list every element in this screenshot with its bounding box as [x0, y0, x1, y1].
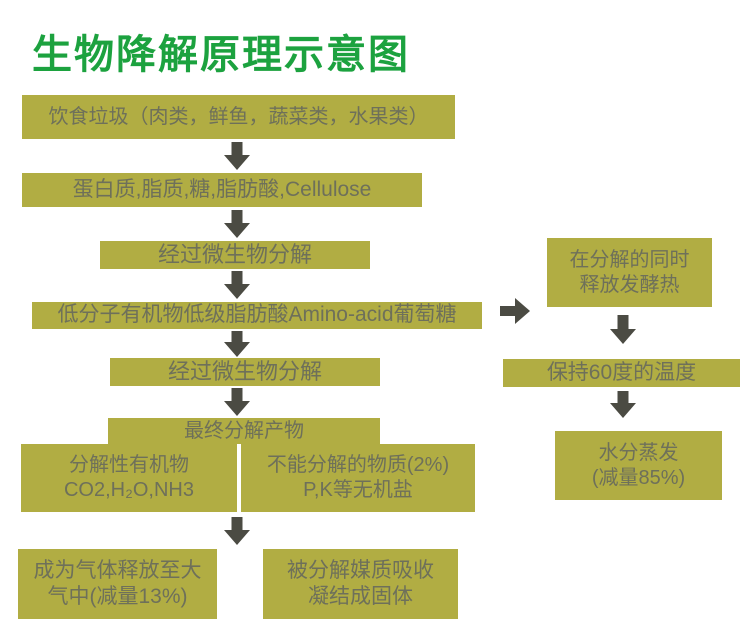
water-evaporation-line1: 水分蒸发 — [598, 441, 679, 464]
box-fermentation-heat: 在分解的同时 释放发酵热 — [547, 238, 712, 307]
box-microbial-2-label: 经过微生物分解 — [167, 359, 322, 385]
box-absorbed-solidified: 被分解媒质吸收 凝结成固体 — [263, 549, 458, 619]
box-temperature-60: 保持60度的温度 — [503, 359, 740, 387]
down-arrow-icon — [224, 388, 250, 416]
down-arrow-icon — [224, 271, 250, 299]
right-arrow-icon — [500, 298, 530, 324]
box-microbial-decomposition-1: 经过微生物分解 — [100, 241, 370, 269]
down-arrow-icon — [224, 210, 250, 238]
non-decomposable-line2: P,K等无机盐 — [303, 479, 413, 501]
gas-release-line2: 气中(减量13%) — [47, 585, 188, 608]
down-arrow-icon — [610, 315, 636, 344]
box-low-molecular-organics: 低分子有机物低级脂肪酸Amino-acid葡萄糖 — [32, 302, 482, 329]
box-microbial-1-label: 经过微生物分解 — [157, 242, 312, 268]
box-food-waste-label: 饮食垃圾（肉类，鲜鱼，蔬菜类，水果类） — [48, 105, 429, 128]
box-components-label: 蛋白质,脂质,糖,脂肪酸,Cellulose — [72, 177, 372, 201]
box-decomposable-organics: 分解性有机物 CO2,H₂O,NH3 — [21, 444, 237, 512]
temperature-60-label: 保持60度的温度 — [546, 360, 697, 384]
box-components: 蛋白质,脂质,糖,脂肪酸,Cellulose — [22, 173, 422, 207]
down-arrow-icon — [224, 331, 250, 357]
water-evaporation-line2: (减量85%) — [591, 466, 686, 489]
box-microbial-decomposition-2: 经过微生物分解 — [110, 358, 380, 386]
box-gas-release: 成为气体释放至大 气中(减量13%) — [18, 549, 217, 619]
box-food-waste: 饮食垃圾（肉类，鲜鱼，蔬菜类，水果类） — [22, 95, 455, 139]
box-non-decomposable-matter: 不能分解的物质(2%) P,K等无机盐 — [241, 444, 475, 512]
fermentation-heat-line1: 在分解的同时 — [569, 248, 690, 271]
down-arrow-icon — [224, 517, 250, 545]
page-title: 生物降解原理示意图 — [32, 33, 410, 77]
final-products-header-label: 最终分解产物 — [184, 419, 304, 442]
down-arrow-icon — [610, 391, 636, 418]
gas-release-line1: 成为气体释放至大 — [33, 558, 202, 582]
box-water-evaporation: 水分蒸发 (减量85%) — [555, 431, 722, 500]
fermentation-heat-line2: 释放发酵热 — [579, 273, 680, 296]
decomposable-organics-line1: 分解性有机物 — [69, 454, 189, 476]
box-final-products-header: 最终分解产物 — [108, 418, 380, 444]
down-arrow-icon — [224, 142, 250, 170]
absorbed-solidified-line2: 凝结成固体 — [308, 585, 413, 608]
non-decomposable-line1: 不能分解的物质(2%) — [266, 454, 450, 476]
absorbed-solidified-line1: 被分解媒质吸收 — [287, 558, 434, 582]
box-low-molecular-label: 低分子有机物低级脂肪酸Amino-acid葡萄糖 — [57, 303, 457, 327]
decomposable-organics-line2: CO2,H₂O,NH3 — [63, 479, 194, 501]
